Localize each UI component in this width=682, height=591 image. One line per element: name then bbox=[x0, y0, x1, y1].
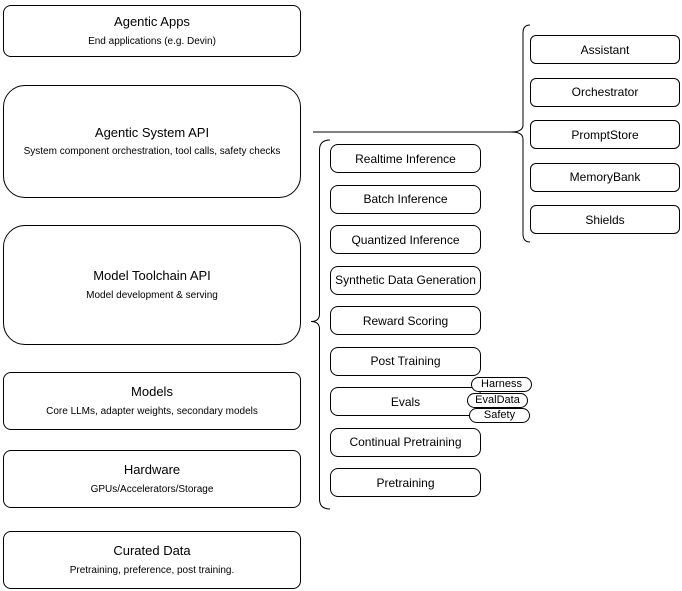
toolchain-brace bbox=[310, 139, 331, 510]
eval-tag-pill: Harness bbox=[471, 377, 532, 392]
toolchain-label: Continual Pretraining bbox=[349, 435, 462, 449]
component-box: Orchestrator bbox=[530, 77, 680, 107]
toolchain-box: Quantized Inference bbox=[330, 225, 481, 254]
toolchain-label: Pretraining bbox=[376, 475, 435, 490]
layer-title: Model Toolchain API bbox=[93, 268, 211, 284]
layer-title: Agentic System API bbox=[94, 124, 210, 140]
component-box: PromptStore bbox=[530, 120, 680, 149]
eval-tag-label: EvalData bbox=[475, 394, 520, 406]
layer-box: Model Toolchain API Model development & … bbox=[3, 225, 301, 345]
layer-subtitle: Core LLMs, adapter weights, secondary mo… bbox=[46, 405, 258, 417]
eval-tag-pill: EvalData bbox=[467, 393, 528, 408]
layer-box: Hardware GPUs/Accelerators/Storage bbox=[3, 450, 301, 508]
toolchain-label: Quantized Inference bbox=[351, 232, 460, 247]
toolchain-box: Post Training bbox=[330, 346, 481, 376]
layer-box: Models Core LLMs, adapter weights, secon… bbox=[3, 372, 301, 430]
toolchain-box: Reward Scoring bbox=[330, 306, 481, 335]
toolchain-label: Evals bbox=[390, 394, 421, 409]
toolchain-box: Pretraining bbox=[330, 468, 481, 497]
component-label: PromptStore bbox=[571, 127, 639, 142]
toolchain-label: Batch Inference bbox=[363, 192, 448, 206]
layer-box: Curated Data Pretraining, preference, po… bbox=[3, 531, 301, 589]
layer-title: Hardware bbox=[123, 462, 181, 478]
toolchain-box: Continual Pretraining bbox=[330, 427, 481, 457]
layer-box: Agentic Apps End applications (e.g. Devi… bbox=[3, 5, 301, 57]
layer-title: Curated Data bbox=[113, 543, 191, 559]
layer-subtitle: Model development & serving bbox=[86, 289, 218, 301]
toolchain-box: Batch Inference bbox=[330, 184, 481, 214]
layer-box: Agentic System API System component orch… bbox=[3, 85, 301, 198]
component-label: Orchestrator bbox=[571, 85, 639, 99]
toolchain-label: Synthetic Data Generation bbox=[335, 273, 476, 287]
layer-subtitle: Pretraining, preference, post training. bbox=[69, 564, 235, 576]
component-label: Assistant bbox=[580, 42, 630, 57]
component-label: Shields bbox=[585, 212, 625, 227]
toolchain-label: Post Training bbox=[370, 354, 441, 368]
toolchain-box: Evals bbox=[330, 387, 481, 416]
layer-title: Models bbox=[131, 384, 173, 400]
toolchain-label: Realtime Inference bbox=[355, 151, 456, 166]
toolchain-stack: Realtime Inference Batch Inference Quant… bbox=[330, 144, 481, 497]
component-box: MemoryBank bbox=[530, 162, 680, 192]
component-box: Shields bbox=[530, 205, 680, 234]
component-label: MemoryBank bbox=[569, 170, 641, 184]
eval-tag-label: Safety bbox=[483, 409, 516, 421]
eval-tag-label: Harness bbox=[481, 378, 522, 390]
eval-tag-pill: Safety bbox=[469, 408, 530, 423]
component-box: Assistant bbox=[530, 35, 680, 64]
layer-subtitle: End applications (e.g. Devin) bbox=[88, 35, 216, 47]
toolchain-box: Synthetic Data Generation bbox=[330, 265, 481, 295]
toolchain-box: Realtime Inference bbox=[330, 144, 481, 173]
layer-subtitle: GPUs/Accelerators/Storage bbox=[90, 483, 214, 495]
layer-subtitle: System component orchestration, tool cal… bbox=[23, 146, 281, 158]
layer-title: Agentic Apps bbox=[114, 14, 190, 30]
components-stack: Assistant Orchestrator PromptStore Memor… bbox=[530, 35, 680, 234]
toolchain-label: Reward Scoring bbox=[362, 313, 449, 328]
components-brace bbox=[510, 24, 531, 243]
